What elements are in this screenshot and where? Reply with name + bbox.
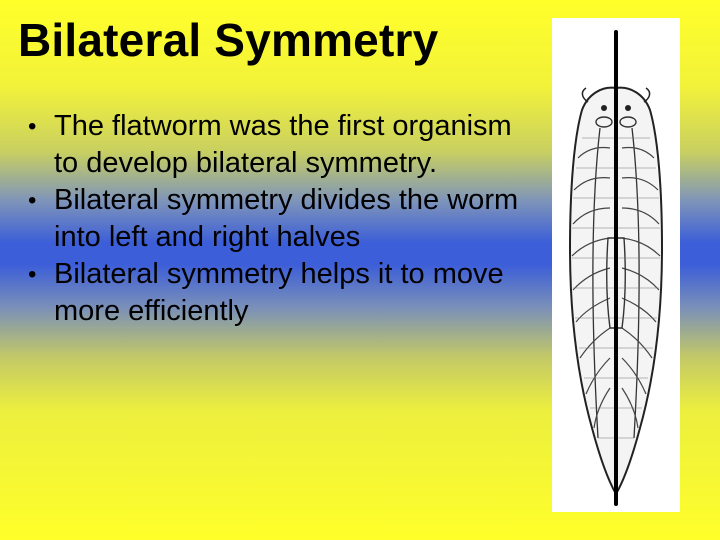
left-eyespot [601, 105, 607, 111]
left-auricle [581, 87, 589, 103]
flatworm-figure [552, 18, 680, 512]
bullet-text: Bilateral symmetry divides the worm into… [54, 184, 519, 253]
right-eyespot [625, 105, 631, 111]
left-ganglion [595, 116, 613, 128]
bullet-item: • Bilateral symmetry helps it to move mo… [28, 256, 528, 330]
right-nerve-cord [631, 127, 640, 439]
bullet-list: • The flatworm was the first organism to… [28, 108, 528, 330]
slide-title: Bilateral Symmetry [18, 14, 439, 66]
right-auricle [643, 87, 651, 103]
bullet-marker: • [28, 113, 37, 140]
pharynx [605, 237, 627, 329]
right-ganglion [619, 116, 637, 128]
bullet-marker: • [28, 187, 37, 214]
bullet-item: • The flatworm was the first organism to… [28, 108, 528, 182]
left-nerve-cord [592, 127, 601, 439]
right-gut-branches [621, 146, 661, 429]
bullet-text: Bilateral symmetry helps it to move more… [54, 258, 504, 327]
bullet-text: The flatworm was the first organism to d… [54, 110, 512, 179]
bullet-item: • Bilateral symmetry divides the worm in… [28, 182, 528, 256]
bullet-marker: • [28, 261, 37, 288]
flatworm-diagram [568, 30, 664, 506]
